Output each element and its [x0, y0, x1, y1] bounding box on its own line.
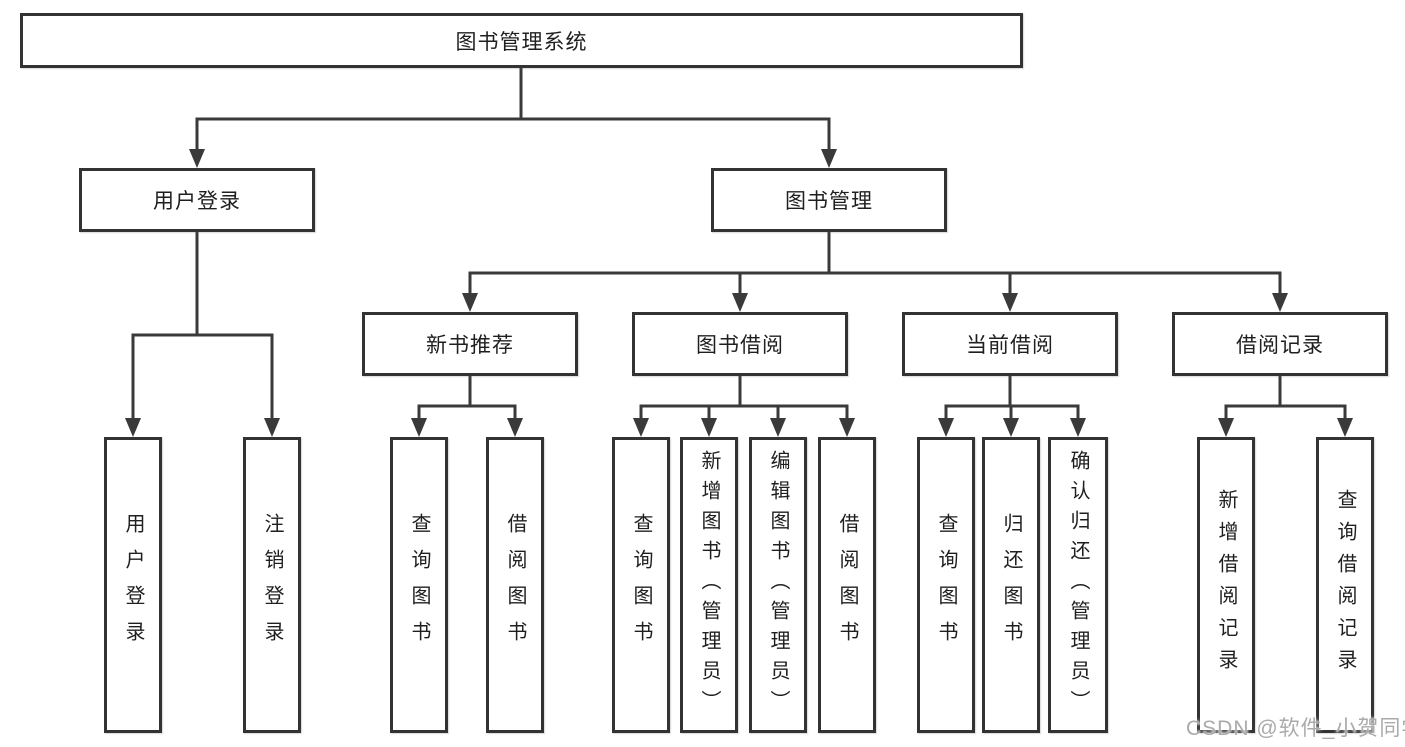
node-book-management: 图书管理	[711, 168, 947, 232]
leaf-confirm-return-admin: 确认归还（管理员）	[1048, 437, 1108, 733]
node-user-login-module: 用户登录	[79, 168, 315, 232]
leaf-user-login: 用户登录	[104, 437, 162, 733]
leaf-query-books-borrowing: 查询图书	[612, 437, 670, 733]
leaf-query-borrow-record: 查询借阅记录	[1316, 437, 1374, 733]
leaf-borrow-books: 借阅图书	[818, 437, 876, 733]
leaf-add-borrow-record: 新增借阅记录	[1197, 437, 1255, 733]
arrowheads	[125, 149, 1353, 437]
node-current-borrowing: 当前借阅	[902, 312, 1118, 376]
node-book-borrowing: 图书借阅	[632, 312, 848, 376]
leaf-query-books-recommend: 查询图书	[390, 437, 448, 733]
node-borrow-records: 借阅记录	[1172, 312, 1388, 376]
leaf-borrow-books-recommend: 借阅图书	[486, 437, 544, 733]
node-library-system: 图书管理系统	[20, 13, 1023, 68]
node-new-book-recommend: 新书推荐	[362, 312, 578, 376]
leaf-add-books-admin: 新增图书（管理员）	[680, 437, 738, 733]
leaf-logout: 注销登录	[243, 437, 301, 733]
leaf-edit-books-admin: 编辑图书（管理员）	[749, 437, 807, 733]
csdn-watermark: CSDN @软件_小贺同学	[1186, 717, 1405, 740]
leaf-query-books-current: 查询图书	[917, 437, 975, 733]
leaf-return-books: 归还图书	[982, 437, 1040, 733]
